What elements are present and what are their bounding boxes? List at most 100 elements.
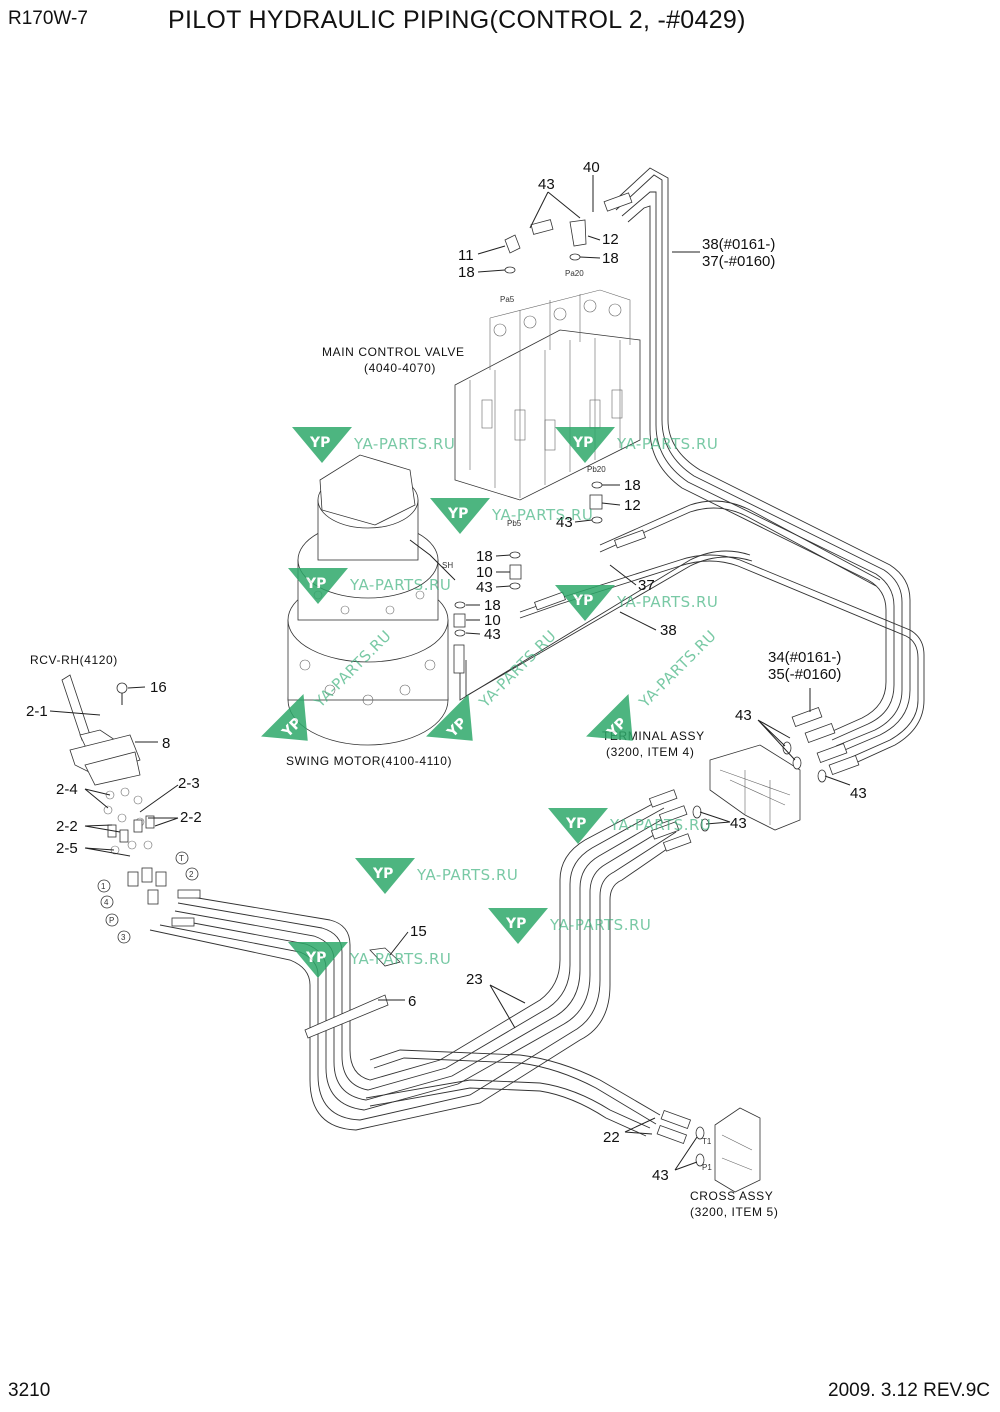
watermark-text: YA-PARTS.RU xyxy=(549,916,651,934)
callout-38: 38 xyxy=(660,622,677,639)
callout-35: 35(-#0160) xyxy=(768,666,841,683)
terminal-assy-ref: (3200, ITEM 4) xyxy=(606,745,694,759)
svg-text:YP: YP xyxy=(565,816,586,832)
callout-43: 43 xyxy=(850,785,867,802)
callout-34: 34(#0161-) xyxy=(768,649,841,666)
callout-10: 10 xyxy=(476,564,493,581)
callout-12: 12 xyxy=(602,231,619,248)
callout-40: 40 xyxy=(583,159,600,176)
callout-43: 43 xyxy=(556,514,573,531)
callout-11: 11 xyxy=(458,247,474,264)
revision-date: 2009. 3.12 REV.9C xyxy=(828,1380,990,1401)
rcv-port-markers: 1 4 P 3 T 2 xyxy=(97,851,199,944)
callout-8: 8 xyxy=(162,735,170,752)
callout-18: 18 xyxy=(602,250,619,267)
svg-text:YP: YP xyxy=(372,866,393,882)
callout-43: 43 xyxy=(735,707,752,724)
port-pb5: Pb5 xyxy=(507,519,522,528)
watermark-text: YA-PARTS.RU xyxy=(353,435,455,453)
cross-assy-label: CROSS ASSY xyxy=(690,1189,773,1203)
callout-2-5: 2-5 xyxy=(56,840,78,857)
callout-12: 12 xyxy=(624,497,641,514)
watermark-3: YP YA-PARTS.RU xyxy=(430,498,593,534)
watermark-9: YP YA-PARTS.RU xyxy=(548,808,711,844)
callout-6: 6 xyxy=(408,993,416,1010)
watermark-2: YP YA-PARTS.RU xyxy=(555,427,718,463)
callout-43: 43 xyxy=(538,176,555,193)
watermark-logo-icon xyxy=(430,498,490,534)
port-1: 1 xyxy=(101,882,106,891)
cross-assy-ref: (3200, ITEM 5) xyxy=(690,1205,778,1219)
watermark-10: YP YA-PARTS.RU xyxy=(355,858,518,894)
model-code: R170W-7 xyxy=(8,8,88,29)
callout-15: 15 xyxy=(410,923,427,940)
callout-2-1: 2-1 xyxy=(26,703,48,720)
hose-fittings xyxy=(171,192,860,1144)
cross-assy xyxy=(714,1107,761,1193)
watermark-text: YA-PARTS.RU xyxy=(616,435,718,453)
small-fittings xyxy=(304,219,827,1167)
port-3: 3 xyxy=(121,933,126,942)
swing-motor xyxy=(287,454,456,746)
callout-10: 10 xyxy=(484,612,501,629)
callout-37: 37 xyxy=(638,577,655,594)
callout-38: 38(#0161-) xyxy=(702,236,775,253)
page-number: 3210 xyxy=(8,1380,51,1401)
pipe-37-38-mid xyxy=(459,500,925,771)
watermark-text: YA-PARTS.RU xyxy=(416,866,518,884)
port-4: 4 xyxy=(104,898,109,907)
watermark-text: YA-PARTS.RU xyxy=(635,627,720,712)
svg-text:YP: YP xyxy=(572,435,593,451)
page-title: PILOT HYDRAULIC PIPING(CONTROL 2, -#0429… xyxy=(168,6,746,34)
watermark-logo-icon xyxy=(488,908,548,944)
port-t1: T1 xyxy=(702,1137,712,1146)
terminal-assy xyxy=(709,744,801,831)
watermark-logo-icon xyxy=(555,585,615,621)
port-p1: P1 xyxy=(702,1163,712,1172)
watermark-logo-icon xyxy=(426,694,473,741)
watermark-text: YA-PARTS.RU xyxy=(616,593,718,611)
rcv-joystick xyxy=(61,674,167,905)
watermark-logo-icon xyxy=(586,694,633,741)
callout-2-3: 2-3 xyxy=(178,775,200,792)
callout-43: 43 xyxy=(484,626,501,643)
watermark-11: YP YA-PARTS.RU xyxy=(488,908,651,944)
watermark-text: YA-PARTS.RU xyxy=(349,576,451,594)
rcv-label: RCV-RH(4120) xyxy=(30,653,118,667)
svg-text:YP: YP xyxy=(309,435,330,451)
watermark-logo-icon xyxy=(288,568,348,604)
callout-43: 43 xyxy=(730,815,747,832)
callout-labels: 40 43 11 18 12 18 38(#0161-) 37(-#0160) … xyxy=(26,159,867,1184)
svg-text:YP: YP xyxy=(305,950,326,966)
svg-text:YP: YP xyxy=(305,576,326,592)
component-labels: MAIN CONTROL VALVE (4040-4070) SWING MOT… xyxy=(30,345,778,1219)
watermark-logo-icon xyxy=(548,808,608,844)
watermark-logo-icon xyxy=(288,942,348,978)
pipe-38-37-upper xyxy=(609,167,911,753)
watermark-5: YP YA-PARTS.RU xyxy=(555,585,718,621)
callout-18: 18 xyxy=(458,264,475,281)
callout-18: 18 xyxy=(476,548,493,565)
main-control-valve-label: MAIN CONTROL VALVE xyxy=(322,345,465,359)
watermark-logo-icon xyxy=(355,858,415,894)
pipe-22 xyxy=(365,1049,661,1137)
svg-text:YP: YP xyxy=(572,593,593,609)
watermark-logo-icon xyxy=(292,427,352,463)
leader-lines xyxy=(49,175,851,1171)
watermark-12: YP YA-PARTS.RU xyxy=(288,942,451,978)
port-pa5: Pa5 xyxy=(500,295,515,304)
swing-motor-label: SWING MOTOR(4100-4110) xyxy=(286,754,452,768)
port-pa20: Pa20 xyxy=(565,269,584,278)
port-2: 2 xyxy=(189,870,194,879)
svg-text:YP: YP xyxy=(505,916,526,932)
watermark-4: YP YA-PARTS.RU xyxy=(288,568,451,604)
main-control-valve-ref: (4040-4070) xyxy=(364,361,436,375)
svg-text:YP: YP xyxy=(447,506,468,522)
callout-37: 37(-#0160) xyxy=(702,253,775,270)
port-sh: SH xyxy=(442,561,453,570)
callout-43: 43 xyxy=(652,1167,669,1184)
watermark-logo-icon xyxy=(555,427,615,463)
watermark-text: YA-PARTS.RU xyxy=(491,506,593,524)
port-labels: Pa5 Pa20 Pb20 Pb5 SH T1 P1 xyxy=(442,269,712,1172)
